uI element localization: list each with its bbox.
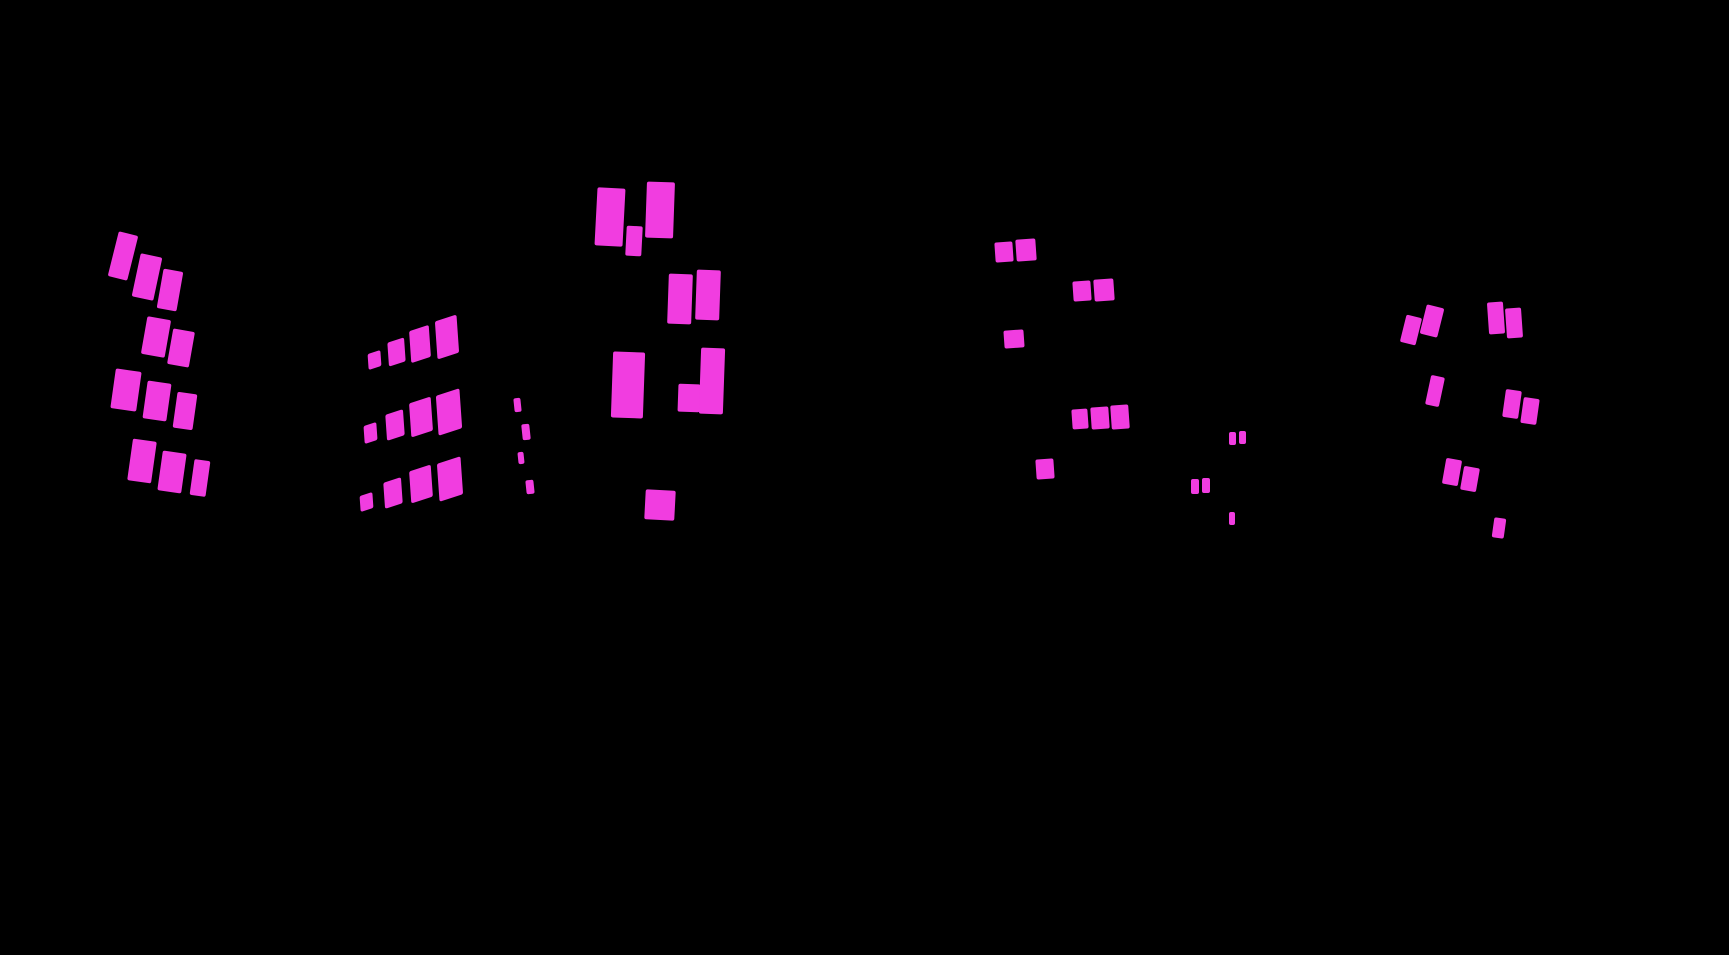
- lit-window: [409, 324, 431, 364]
- lit-window: [383, 477, 403, 509]
- lit-window: [644, 489, 676, 521]
- lit-window: [1460, 465, 1480, 493]
- lit-window: [385, 409, 405, 441]
- lit-window: [409, 464, 433, 504]
- lit-window: [1090, 406, 1110, 430]
- lit-window: [140, 316, 172, 358]
- lit-window: [434, 314, 460, 360]
- lit-window: [517, 451, 525, 465]
- lit-window: [1035, 458, 1055, 480]
- lit-window: [1202, 478, 1210, 493]
- lit-window: [698, 347, 726, 415]
- lit-window: [110, 368, 142, 412]
- lit-window: [645, 181, 675, 239]
- lit-window: [359, 491, 374, 513]
- lit-window: [1486, 301, 1506, 335]
- lit-window: [131, 253, 163, 301]
- lit-window: [1425, 374, 1445, 408]
- lit-window: [127, 438, 157, 484]
- lit-window: [1239, 431, 1246, 444]
- lit-window: [142, 380, 172, 422]
- lit-window: [525, 479, 535, 495]
- lit-window: [1015, 238, 1037, 262]
- lit-window: [156, 268, 184, 312]
- lit-window: [1072, 280, 1092, 302]
- lit-window: [667, 273, 693, 325]
- lit-window: [1093, 278, 1115, 302]
- lit-window: [594, 187, 626, 247]
- lit-window: [1071, 408, 1089, 430]
- lit-window: [1229, 512, 1235, 525]
- lit-window: [387, 337, 406, 367]
- lit-window: [1110, 404, 1130, 430]
- lit-window: [189, 459, 211, 497]
- lit-window: [107, 231, 139, 281]
- lit-window: [513, 397, 522, 413]
- lit-window: [1520, 397, 1540, 425]
- lit-window: [1191, 479, 1199, 494]
- lit-window: [1441, 457, 1463, 487]
- lit-window: [610, 351, 646, 419]
- lit-window: [1229, 432, 1236, 445]
- lit-window: [363, 421, 378, 445]
- lit-window: [1399, 314, 1423, 346]
- lit-window: [167, 328, 195, 368]
- lit-window: [436, 456, 464, 502]
- lit-window: [435, 388, 463, 436]
- lit-window: [1504, 307, 1524, 339]
- lit-window: [367, 349, 382, 371]
- lit-window: [157, 450, 187, 494]
- lit-window: [409, 396, 433, 438]
- lit-window: [172, 391, 198, 431]
- lit-window: [994, 241, 1014, 263]
- lit-window: [521, 423, 531, 441]
- lit-window: [677, 383, 701, 413]
- lit-window: [1419, 304, 1445, 338]
- lit-window: [1003, 329, 1025, 349]
- lit-window: [695, 269, 721, 321]
- lit-window: [1502, 389, 1522, 419]
- lit-window: [1491, 517, 1507, 539]
- lit-window: [625, 225, 643, 257]
